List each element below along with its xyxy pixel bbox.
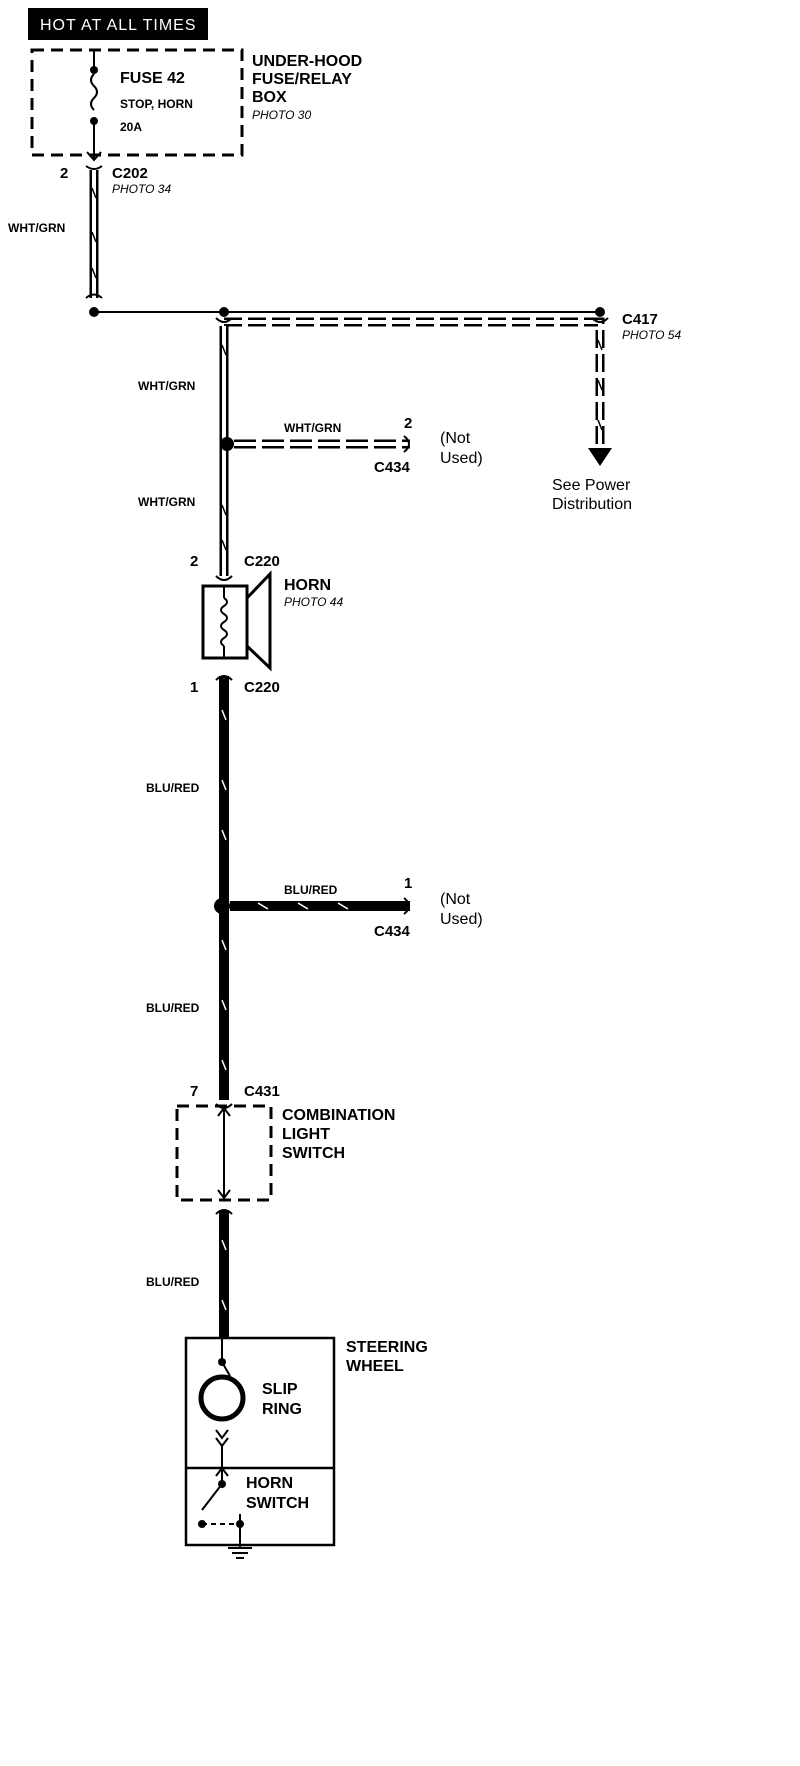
blu-red-wire-steering xyxy=(219,1210,229,1338)
power-distribution-arrow-icon xyxy=(588,448,612,466)
fuse-circuits: STOP, HORN xyxy=(120,97,193,111)
fuse-42-icon xyxy=(86,50,102,162)
combination-switch-line1: COMBINATION xyxy=(282,1107,395,1124)
wire-label-wht-grn-3: WHT/GRN xyxy=(138,495,195,509)
see-power-line1: See Power xyxy=(552,477,631,494)
ground-icon xyxy=(228,1524,252,1559)
slip-ring-line1: SLIP xyxy=(262,1381,298,1398)
horn-icon xyxy=(201,570,272,672)
horn-top-connector-icon xyxy=(215,575,233,581)
splice-dot-middle xyxy=(219,307,229,317)
hot-at-all-times-label: HOT AT ALL TIMES xyxy=(40,17,197,34)
horn-top-conn: C220 xyxy=(244,553,280,570)
c434-upper-not-used-1: (Not xyxy=(440,430,471,447)
c434-lower-not-used-2: Used) xyxy=(440,911,483,928)
splice-dot-c434-lower xyxy=(214,898,230,914)
c202-photo: PHOTO 34 xyxy=(112,182,171,196)
horn-photo: PHOTO 44 xyxy=(284,595,343,609)
c434-lower-branch xyxy=(230,901,410,911)
horn-bottom-pin: 1 xyxy=(190,679,198,696)
c431-pin: 7 xyxy=(190,1083,198,1100)
slip-ring-line2: RING xyxy=(262,1401,302,1418)
see-power-line2: Distribution xyxy=(552,496,632,513)
wire-label-wht-grn-2: WHT/GRN xyxy=(138,379,195,393)
horn-switch-icon xyxy=(198,1466,244,1528)
c202-connector-icon xyxy=(85,165,103,170)
wht-grn-wire-horn xyxy=(219,326,229,576)
fuse-box-title-1: UNDER-HOOD xyxy=(252,53,362,70)
combination-switch-line2: LIGHT xyxy=(282,1126,330,1143)
c202-pin: 2 xyxy=(60,165,68,182)
c434-upper-not-used-2: Used) xyxy=(440,450,483,467)
wire-label-wht-grn-1: WHT/GRN xyxy=(8,221,65,235)
slip-ring-icon xyxy=(198,1338,246,1468)
combination-switch-outline xyxy=(175,1104,273,1202)
wire-label-blu-red-3: BLU/RED xyxy=(284,883,338,897)
splice-dot-c434-upper xyxy=(220,437,234,451)
horn-name: HORN xyxy=(284,577,331,594)
wire-label-blu-red-2: BLU/RED xyxy=(146,1001,200,1015)
combination-switch-contact-icon xyxy=(217,1106,231,1200)
fuse-box-title-3: BOX xyxy=(252,89,287,106)
c434-lower-not-used-1: (Not xyxy=(440,891,471,908)
c417-wire-stripes xyxy=(597,339,603,431)
c417-connector-icon xyxy=(591,317,609,323)
combination-switch-line3: SWITCH xyxy=(282,1145,345,1162)
c434-upper-connector-icon xyxy=(403,435,410,453)
fuse-box-photo: PHOTO 30 xyxy=(252,108,311,122)
c202-name: C202 xyxy=(112,165,148,182)
horn-switch-line1: HORN xyxy=(246,1475,293,1492)
c434-upper-pin: 2 xyxy=(404,415,412,432)
horn-top-pin: 2 xyxy=(190,553,198,570)
c417-photo: PHOTO 54 xyxy=(622,328,681,342)
wire-label-blu-red-1: BLU/RED xyxy=(146,781,200,795)
steering-wheel-line1: STEERING xyxy=(346,1339,428,1356)
splice-dot-left xyxy=(89,307,99,317)
c417-name: C417 xyxy=(622,311,658,328)
steering-wheel-outline xyxy=(184,1336,336,1547)
wire-label-wht-grn-4: WHT/GRN xyxy=(284,421,341,435)
splice-dot-right xyxy=(595,307,605,317)
fuse-name: FUSE 42 xyxy=(120,70,185,87)
steering-wheel-line2: WHEEL xyxy=(346,1358,404,1375)
horn-switch-line2: SWITCH xyxy=(246,1495,309,1512)
fuse-rating: 20A xyxy=(120,120,142,134)
wire-label-blu-red-4: BLU/RED xyxy=(146,1275,200,1289)
c434-lower-connector-icon xyxy=(403,897,410,915)
horn-bottom-conn: C220 xyxy=(244,679,280,696)
c431-conn: C431 xyxy=(244,1083,280,1100)
hot-at-all-times-banner xyxy=(28,8,208,40)
c434-lower-pin: 1 xyxy=(404,875,412,892)
c434-upper-name: C434 xyxy=(374,459,411,476)
fuse-box-title-2: FUSE/RELAY xyxy=(252,71,352,88)
blu-red-wire-horn xyxy=(219,676,229,1100)
fuse-relay-box-outline xyxy=(30,48,244,157)
c417-connector-left-icon xyxy=(215,317,233,323)
wht-grn-wire-fuse xyxy=(89,170,99,298)
c434-lower-name: C434 xyxy=(374,923,411,940)
splice-connector-icon xyxy=(85,293,103,299)
